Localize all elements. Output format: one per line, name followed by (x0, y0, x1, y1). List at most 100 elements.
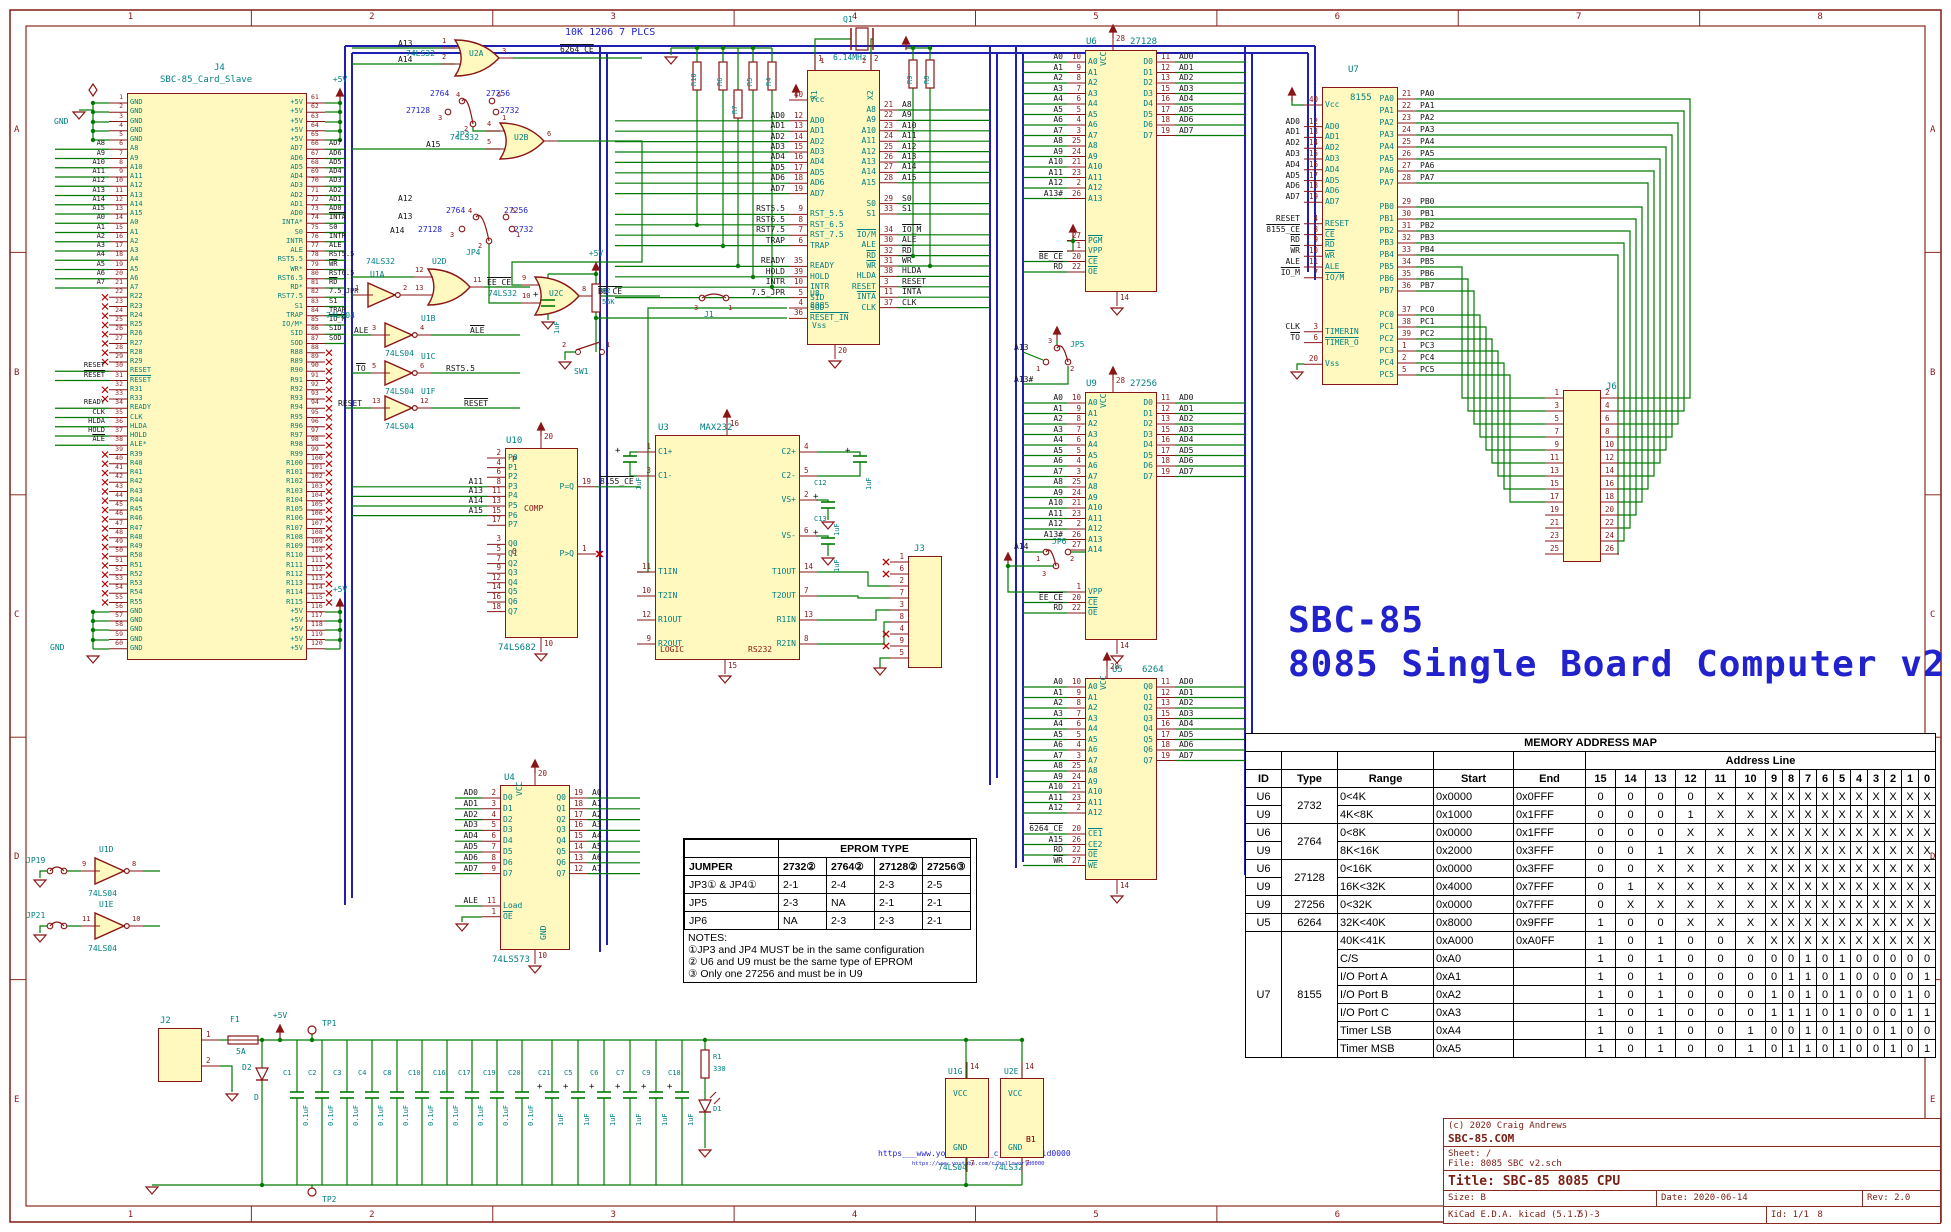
net-label: 10K 1206 7 PLCS (565, 27, 656, 38)
net-label: A7 (1053, 466, 1063, 476)
pin-name: AD5 (1325, 175, 1340, 185)
pin-number: 3 (1076, 125, 1081, 135)
net-label: PC4 (1420, 353, 1435, 362)
pin-number: 13 (1161, 698, 1171, 707)
net-label: RST5.5 (446, 364, 475, 373)
pin-name: A1 (1088, 408, 1098, 418)
pin-number: 1 (119, 93, 123, 101)
pin-name: A4 (1088, 99, 1098, 108)
component-j2[interactable] (158, 1028, 202, 1082)
component-u2e[interactable] (1000, 1078, 1044, 1158)
component-u3[interactable] (655, 435, 800, 660)
gate-u1c[interactable] (385, 361, 417, 385)
pin-name: R27 (130, 338, 143, 347)
pin-number: 15 (1308, 149, 1318, 158)
pin-name: A2 (1088, 78, 1098, 87)
youtube-link-2[interactable]: https://www.youtube.com/c/helloworld0000 (912, 1161, 1045, 1167)
net-label: AD0 (329, 204, 342, 212)
pin-number: 6 (899, 564, 904, 573)
pin-number: 5 (1076, 445, 1081, 455)
pin-number: 14 (1308, 138, 1318, 148)
net-label: A7 (1053, 125, 1063, 135)
pin-number: 4 (119, 120, 123, 129)
pin-number: 7 (496, 553, 501, 563)
capacitor-ref: C4 (358, 1069, 367, 1077)
pin-number: 1 (1402, 341, 1407, 350)
component-j4[interactable] (127, 93, 307, 660)
pin-name: A5 (130, 264, 139, 273)
component-j3[interactable] (908, 556, 942, 668)
gate-u1d[interactable] (95, 858, 129, 884)
net-label: PB1 (1420, 209, 1435, 218)
net-label: J1 (704, 310, 714, 319)
pin-number: 12 (793, 110, 803, 120)
gate-u1e[interactable] (95, 913, 129, 939)
net-label: AD5 (1179, 445, 1194, 455)
pin-number: 5 (804, 466, 809, 475)
gate-u2d[interactable] (428, 269, 470, 305)
component-text: U2E (1004, 1067, 1019, 1076)
pin-number: 10 (538, 951, 548, 960)
component-u6[interactable] (1085, 50, 1157, 292)
pin-number: 29 (1402, 197, 1412, 206)
pin-name: GND (130, 643, 143, 652)
net-label: A11 (902, 131, 917, 141)
pin-name: ALE (861, 240, 876, 250)
pin-number: 10 (1071, 677, 1081, 686)
pin-number: 1 (1076, 582, 1081, 591)
net-label: TO (356, 364, 366, 373)
pin-name: R90 (290, 366, 303, 375)
pin-name: A8 (130, 144, 139, 153)
pin-number: 1 (646, 442, 651, 451)
pin-name: SOD (810, 303, 825, 312)
net-label: 5 (511, 207, 516, 215)
pin-name: PB6 (1379, 274, 1394, 283)
component-u5[interactable] (1085, 678, 1157, 880)
pin-number: 11 (473, 276, 482, 284)
pin-number: 3 (899, 600, 904, 609)
component-u8[interactable] (807, 70, 880, 345)
pin-number: 1 (582, 544, 587, 553)
net-label: TRAP (765, 235, 785, 245)
net-label: PA4 (1420, 137, 1435, 146)
net-label: A13 (468, 486, 483, 496)
gate-u2a[interactable] (455, 40, 499, 76)
pin-number: 120 (311, 638, 323, 647)
component-u4[interactable] (500, 785, 570, 950)
gate-ref: U1A (370, 270, 385, 279)
net-label: AD6 (1285, 181, 1300, 191)
pin-number: 89 (311, 352, 319, 360)
gate-u1b[interactable] (385, 323, 417, 347)
net-label: AD7 (1179, 750, 1194, 760)
pin-name: A11 (1088, 513, 1103, 523)
component-u10[interactable] (505, 448, 578, 638)
gate-u2b[interactable] (500, 123, 544, 159)
pin-number: 2 (403, 284, 408, 292)
pin-name: A7 (130, 283, 139, 291)
component-j6[interactable] (1563, 390, 1601, 562)
pin-number: 20 (544, 432, 554, 441)
component-u9[interactable] (1085, 392, 1157, 640)
pin-name: HLDA (856, 271, 876, 281)
pin-number: 18 (1605, 492, 1615, 501)
pin-number: 11 (82, 915, 91, 923)
pin-name: PC3 (1379, 346, 1394, 355)
gate-u1a[interactable] (368, 283, 400, 307)
pin-name: A15 (861, 177, 876, 187)
pin-number: 12 (1161, 687, 1171, 697)
pin-number: 39 (115, 444, 123, 453)
pin-number: 33 (884, 204, 894, 213)
component-u7[interactable] (1322, 87, 1398, 385)
pin-name: Q0 (508, 539, 518, 549)
gate-u2c[interactable] (535, 277, 579, 315)
pin-number: 40 (793, 90, 803, 99)
pin-name: A12 (1088, 808, 1103, 817)
net-label: 1 (502, 114, 507, 122)
pin-number: 6 (1605, 414, 1610, 423)
gate-u1f[interactable] (385, 396, 417, 420)
component-u1g[interactable] (945, 1078, 989, 1158)
component-text: RS232 (748, 645, 773, 654)
pin-name: R115 (286, 597, 303, 606)
pin-number: 6 (420, 362, 425, 370)
